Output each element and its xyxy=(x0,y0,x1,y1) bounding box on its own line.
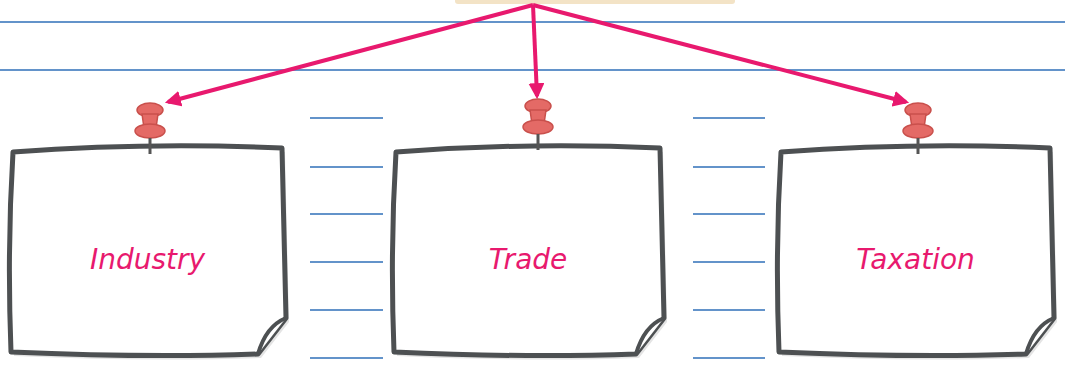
note-label: Taxation xyxy=(856,244,975,276)
note-paper: Industry xyxy=(5,140,290,360)
pointer-arrows xyxy=(168,5,906,102)
note-label: Trade xyxy=(489,244,568,276)
source-box-edge xyxy=(455,0,735,4)
note-text-area: Taxation xyxy=(773,140,1058,360)
ruled-lines xyxy=(0,22,1065,358)
note-text-area: Trade xyxy=(388,140,668,360)
note-text-area: Industry xyxy=(5,140,290,360)
push-pin xyxy=(523,99,553,150)
note-paper: Trade xyxy=(388,140,668,360)
note-label: Industry xyxy=(90,244,205,276)
note-paper: Taxation xyxy=(773,140,1058,360)
